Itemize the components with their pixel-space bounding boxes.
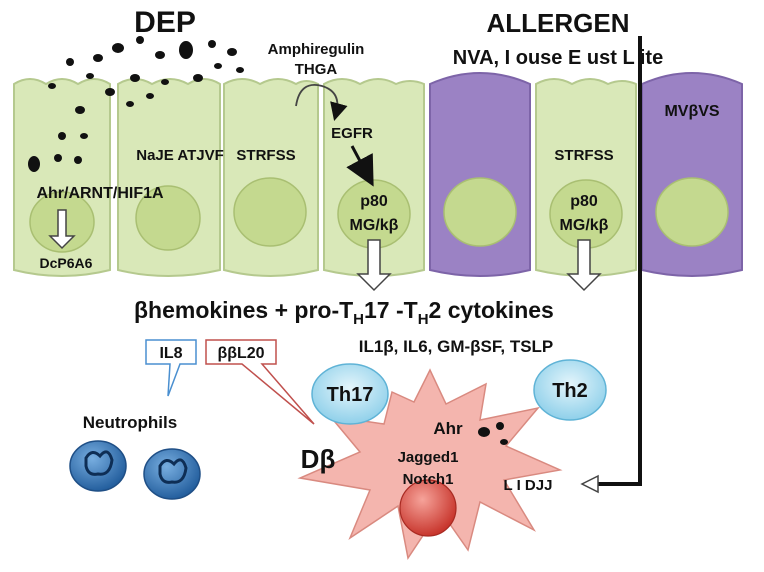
- cytokines-list: IL1β, IL6, GM-βSF, TSLP: [359, 337, 554, 356]
- p80-b-down-arrow: [566, 239, 602, 292]
- ahr-complex-label: Ahr/ARNT/HIF1A: [36, 185, 164, 202]
- p80-a-down-arrow: [356, 239, 392, 292]
- ccl20-label: ββL20: [217, 345, 264, 362]
- nucleus-3: [233, 177, 307, 247]
- mgk-b-label: MG/kβ: [560, 217, 609, 234]
- nucleus-7: [655, 177, 729, 247]
- dendritic-cell: [297, 368, 563, 560]
- dc-label: Dβ: [301, 444, 336, 474]
- allergen-subtitle: NVA, I ouse E ust L ite: [453, 47, 663, 69]
- il8-label: IL8: [159, 345, 182, 362]
- p80-a-label: p80: [360, 193, 388, 210]
- ahr-down-arrow: [48, 209, 76, 250]
- mvbvs-label: MVβVS: [664, 103, 719, 120]
- egfr-arrow: [346, 145, 374, 187]
- mgk-a-label: MG/kβ: [350, 217, 399, 234]
- dep-title: DEP: [134, 6, 196, 39]
- th17-cell: Th17: [311, 363, 389, 425]
- dcp6a6-label: DcP6A6: [40, 255, 93, 271]
- nucleus-2: [135, 185, 201, 251]
- strfss-left-label: STRFSS: [236, 147, 295, 164]
- th17-label: Th17: [327, 384, 374, 406]
- amphiregulin-curved-arrow: [295, 84, 348, 121]
- chemokines-title: βhemokines + pro-TH17 -TH2 cytokines: [134, 297, 554, 328]
- nucleus-6: [549, 179, 623, 249]
- allergen-arrowhead: [580, 474, 599, 494]
- nucleus-5: [443, 177, 517, 247]
- lidjj-label: L I DJJ: [504, 477, 553, 494]
- amphiregulin-label: Amphiregulin: [268, 41, 365, 58]
- th2-cell: Th2: [533, 359, 607, 421]
- th2-label: Th2: [552, 380, 588, 402]
- neutrophil-2: [143, 448, 201, 500]
- egfr-label: EGFR: [331, 125, 373, 142]
- notch1-label: Notch1: [403, 471, 454, 488]
- dc-nucleus: [399, 479, 457, 537]
- p80-b-label: p80: [570, 193, 598, 210]
- jagged1-label: Jagged1: [398, 449, 459, 466]
- il8-callout: IL8: [145, 339, 197, 397]
- strfss-right-label: STRFSS: [554, 147, 613, 164]
- ahr-particles: [478, 422, 508, 445]
- dep-particles: [28, 36, 244, 172]
- naje-label: NaJE ATJVF: [136, 147, 224, 164]
- allergen-title: ALLERGEN: [487, 8, 630, 38]
- neutrophil-1: [69, 440, 127, 492]
- ccl20-callout: ββL20: [205, 339, 315, 425]
- neutrophils-label: Neutrophils: [83, 413, 177, 432]
- ahr-label: Ahr: [433, 419, 463, 438]
- nuclei: [29, 177, 729, 253]
- allergen-pathway-line: [598, 36, 642, 486]
- nucleus-4: [337, 179, 411, 249]
- thga-label: THGA: [295, 61, 338, 78]
